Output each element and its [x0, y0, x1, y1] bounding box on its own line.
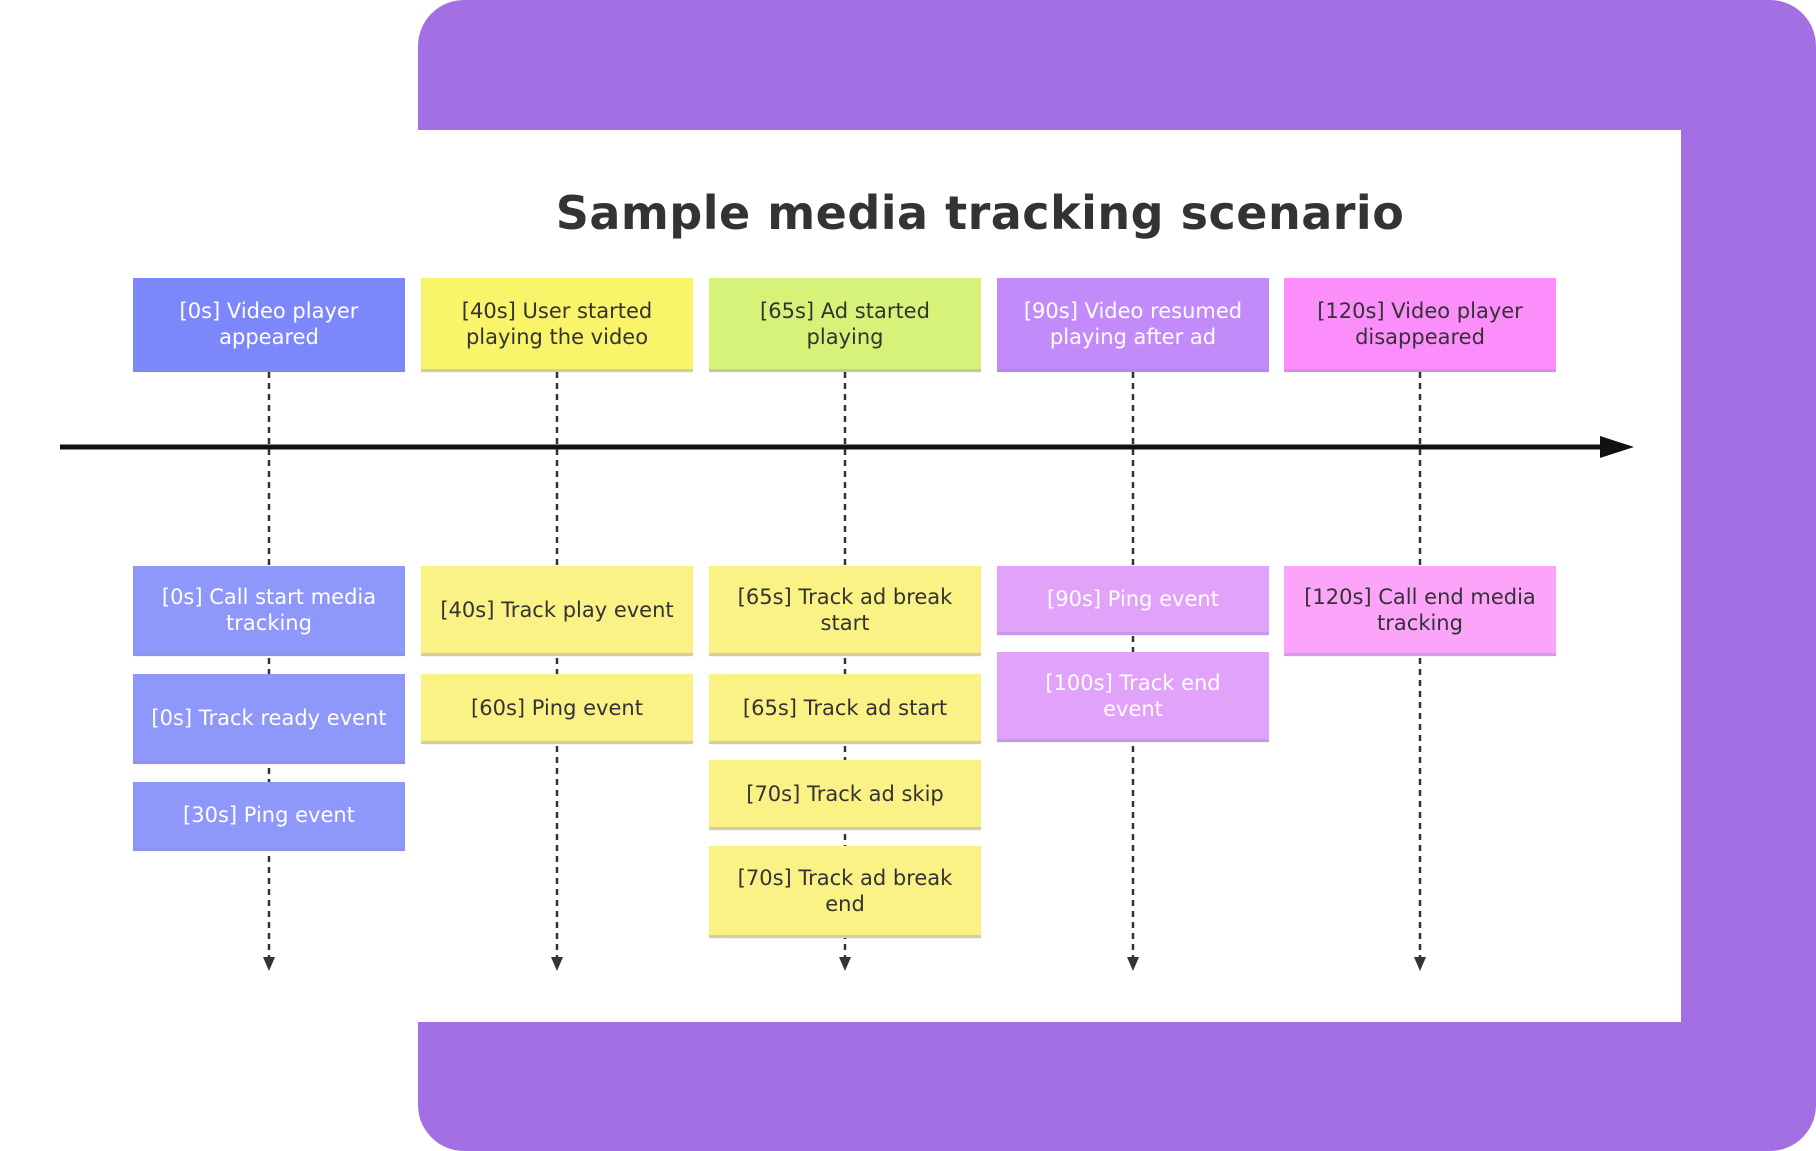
lifeline-arrow-icon	[1414, 957, 1426, 971]
timeline-arrowhead-icon	[1600, 436, 1634, 458]
lifelines	[263, 372, 1426, 971]
lifeline-arrow-icon	[839, 957, 851, 971]
tracking-event-box: [70s] Track ad break end	[709, 846, 981, 938]
milestone-box: [120s] Video player disappeared	[1284, 278, 1556, 372]
lifeline-arrow-icon	[1127, 957, 1139, 971]
tracking-event-box: [40s] Track play event	[421, 566, 693, 656]
tracking-event-box: [100s] Track end event	[997, 652, 1269, 742]
tracking-event-box: [60s] Ping event	[421, 674, 693, 744]
tracking-event-box: [90s] Ping event	[997, 566, 1269, 635]
milestone-box: [40s] User started playing the video	[421, 278, 693, 372]
tracking-event-box: [65s] Track ad break start	[709, 566, 981, 656]
tracking-event-box: [0s] Call start media tracking	[133, 566, 405, 656]
tracking-event-box: [0s] Track ready event	[133, 674, 405, 764]
diagram-title: Sample media tracking scenario	[555, 186, 1405, 240]
tracking-event-box: [65s] Track ad start	[709, 674, 981, 744]
tracking-event-box: [70s] Track ad skip	[709, 760, 981, 830]
lifeline-arrow-icon	[263, 957, 275, 971]
milestone-box: [90s] Video resumed playing after ad	[997, 278, 1269, 372]
tracking-event-box: [120s] Call end media tracking	[1284, 566, 1556, 656]
tracking-event-box: [30s] Ping event	[133, 782, 405, 851]
milestone-box: [0s] Video player appeared	[133, 278, 405, 372]
lifeline-arrow-icon	[551, 957, 563, 971]
milestone-box: [65s] Ad started playing	[709, 278, 981, 372]
